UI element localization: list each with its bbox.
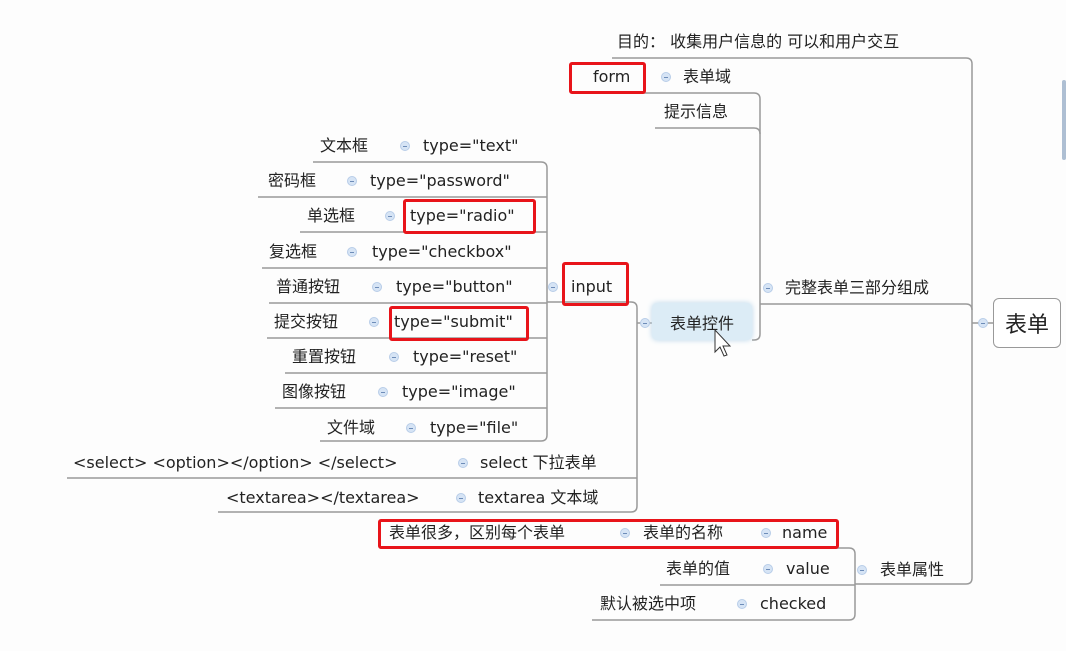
highlight-box — [389, 306, 529, 341]
checked-attr-node[interactable]: checked — [760, 594, 827, 613]
input-type-label[interactable]: 复选框 — [269, 242, 318, 261]
form-tag-node[interactable]: form — [593, 67, 631, 86]
controls-node[interactable]: 表单控件 — [652, 303, 752, 340]
root-node[interactable]: 表单 — [993, 298, 1061, 348]
controls-label: 表单控件 — [669, 313, 734, 333]
input-type-value[interactable]: type="reset" — [413, 347, 518, 366]
hint-node[interactable]: 提示信息 — [664, 102, 729, 121]
collapse-icon[interactable] — [857, 565, 867, 575]
input-type-value[interactable]: type="radio" — [410, 206, 515, 225]
collapse-icon[interactable] — [389, 352, 399, 362]
input-type-label[interactable]: 文本框 — [320, 136, 369, 155]
input-type-value[interactable]: type="image" — [402, 382, 516, 401]
textarea-code-node[interactable]: <textarea></textarea> — [226, 488, 420, 507]
checked-meaning-node[interactable]: 默认被选中项 — [600, 594, 697, 613]
collapse-icon[interactable] — [406, 423, 416, 433]
collapse-icon[interactable] — [372, 282, 382, 292]
input-type-value[interactable]: type="button" — [396, 277, 513, 296]
input-type-label[interactable]: 提交按钮 — [274, 312, 339, 331]
collapse-icon[interactable] — [378, 387, 388, 397]
collapse-icon[interactable] — [400, 141, 410, 151]
value-attr-node[interactable]: value — [786, 559, 830, 578]
purpose-node[interactable]: 目的： 收集用户信息的 可以和用户交互 — [617, 32, 900, 51]
collapse-icon[interactable] — [763, 283, 773, 293]
select-code-node[interactable]: <select> <option></option> </select> — [73, 453, 398, 472]
input-type-label[interactable]: 普通按钮 — [276, 277, 341, 296]
collapse-icon[interactable] — [620, 528, 630, 538]
input-type-label[interactable]: 图像按钮 — [282, 382, 347, 401]
collapse-icon[interactable] — [737, 599, 747, 609]
input-type-value[interactable]: type="password" — [370, 171, 510, 190]
root-label: 表单 — [1004, 313, 1049, 338]
collapse-icon[interactable] — [347, 176, 357, 186]
collapse-icon[interactable] — [369, 317, 379, 327]
collapse-icon[interactable] — [763, 564, 773, 574]
collapse-icon[interactable] — [458, 458, 468, 468]
textarea-node[interactable]: textarea 文本域 — [478, 488, 599, 507]
value-meaning-node[interactable]: 表单的值 — [666, 559, 731, 578]
side-panel-edge — [1062, 80, 1066, 160]
collapse-icon[interactable] — [347, 247, 357, 257]
highlight-box — [378, 519, 839, 549]
input-type-label[interactable]: 文件域 — [327, 418, 376, 437]
collapse-icon[interactable] — [640, 318, 650, 328]
collapse-icon[interactable] — [761, 528, 771, 538]
input-type-label[interactable]: 单选框 — [307, 206, 356, 225]
highlight-box — [403, 199, 536, 234]
input-type-label[interactable]: 密码框 — [268, 171, 317, 190]
select-node[interactable]: select 下拉表单 — [480, 453, 597, 472]
input-type-label[interactable]: 重置按钮 — [292, 347, 357, 366]
input-type-value[interactable]: type="checkbox" — [372, 242, 512, 261]
input-node[interactable]: input — [571, 277, 613, 296]
name-attr-node[interactable]: name — [782, 523, 828, 542]
name-meaning-node[interactable]: 表单的名称 — [643, 523, 724, 542]
collapse-icon[interactable] — [385, 211, 395, 221]
composition-node[interactable]: 完整表单三部分组成 — [785, 278, 930, 297]
collapse-icon[interactable] — [978, 318, 988, 328]
collapse-icon[interactable] — [548, 282, 558, 292]
name-note-node[interactable]: 表单很多，区别每个表单 — [389, 523, 566, 542]
collapse-icon[interactable] — [661, 72, 671, 82]
form-field-node[interactable]: 表单域 — [683, 67, 732, 86]
highlight-box — [569, 62, 646, 94]
input-type-value[interactable]: type="submit" — [394, 312, 513, 331]
highlight-box — [562, 262, 629, 306]
attributes-node[interactable]: 表单属性 — [880, 560, 945, 579]
collapse-icon[interactable] — [456, 493, 466, 503]
input-type-value[interactable]: type="file" — [430, 418, 519, 437]
input-type-value[interactable]: type="text" — [423, 136, 519, 155]
